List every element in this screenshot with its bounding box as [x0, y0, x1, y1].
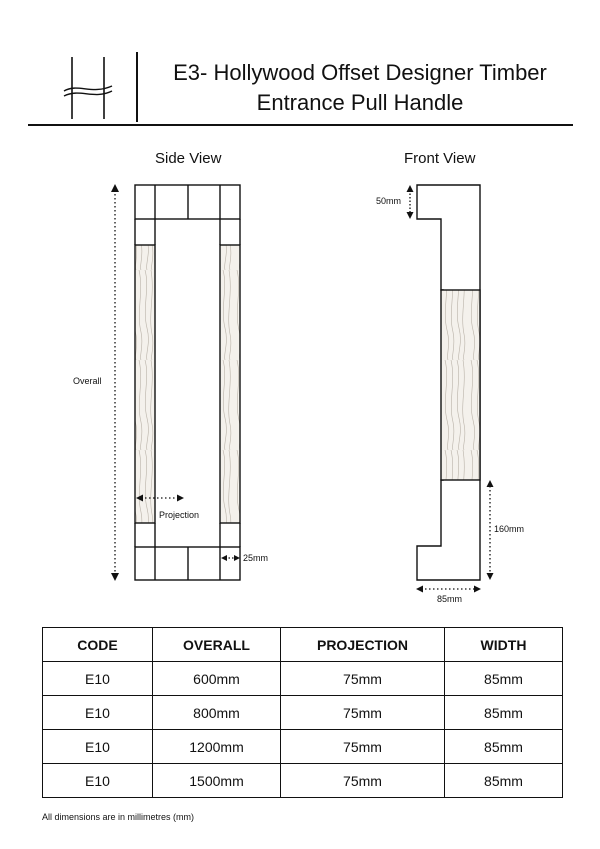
- cell-overall: 1500mm: [152, 763, 281, 798]
- cell-code: E10: [42, 695, 153, 730]
- overall-dimension: [111, 184, 119, 581]
- cell-projection: 75mm: [280, 661, 445, 696]
- units-footnote: All dimensions are in millimetres (mm): [42, 812, 195, 822]
- table-row: E10 800mm 75mm 85mm: [42, 695, 563, 730]
- d50-dimension: [406, 185, 414, 219]
- d50-label: 50mm: [376, 196, 401, 206]
- brand-logo: [63, 57, 113, 119]
- cell-projection: 75mm: [280, 729, 445, 764]
- table-header-row: CODE OVERALL PROJECTION WIDTH: [42, 627, 563, 662]
- d25-dimension: [221, 555, 240, 561]
- d85-dimension: [416, 585, 481, 593]
- d160-dimension: [486, 480, 494, 580]
- d25-label: 25mm: [243, 553, 268, 563]
- projection-dimension: [136, 494, 184, 502]
- cell-code: E10: [42, 729, 153, 764]
- product-title-line1: E3- Hollywood Offset Designer Timber: [173, 60, 547, 85]
- header-divider: [28, 124, 573, 126]
- d160-label: 160mm: [494, 524, 524, 534]
- cell-overall: 600mm: [152, 661, 281, 696]
- cell-code: E10: [42, 661, 153, 696]
- cell-projection: 75mm: [280, 695, 445, 730]
- cell-overall: 800mm: [152, 695, 281, 730]
- cell-width: 85mm: [444, 729, 563, 764]
- col-header-width: WIDTH: [444, 627, 563, 662]
- specs-table: CODE OVERALL PROJECTION WIDTH E10 600mm …: [42, 627, 563, 798]
- side-view-drawing: [134, 184, 241, 581]
- logo-divider: [136, 52, 138, 122]
- cell-width: 85mm: [444, 661, 563, 696]
- cell-projection: 75mm: [280, 763, 445, 798]
- cell-width: 85mm: [444, 695, 563, 730]
- front-view-label: Front View: [404, 150, 476, 167]
- overall-label: Overall: [73, 376, 102, 386]
- front-view-drawing: [416, 184, 481, 581]
- technical-drawing: Overall Projection 25mm 50mm 160mm 85mm: [73, 184, 524, 604]
- projection-label: Projection: [159, 510, 199, 520]
- cell-code: E10: [42, 763, 153, 798]
- cell-overall: 1200mm: [152, 729, 281, 764]
- side-view-label: Side View: [155, 150, 222, 167]
- col-header-projection: PROJECTION: [280, 627, 445, 662]
- product-title-line2: Entrance Pull Handle: [256, 90, 464, 115]
- col-header-code: CODE: [42, 627, 153, 662]
- d85-label: 85mm: [437, 594, 462, 604]
- table-row: E10 1200mm 75mm 85mm: [42, 729, 563, 764]
- table-row: E10 1500mm 75mm 85mm: [42, 763, 563, 798]
- cell-width: 85mm: [444, 763, 563, 798]
- col-header-overall: OVERALL: [152, 627, 281, 662]
- table-row: E10 600mm 75mm 85mm: [42, 661, 563, 696]
